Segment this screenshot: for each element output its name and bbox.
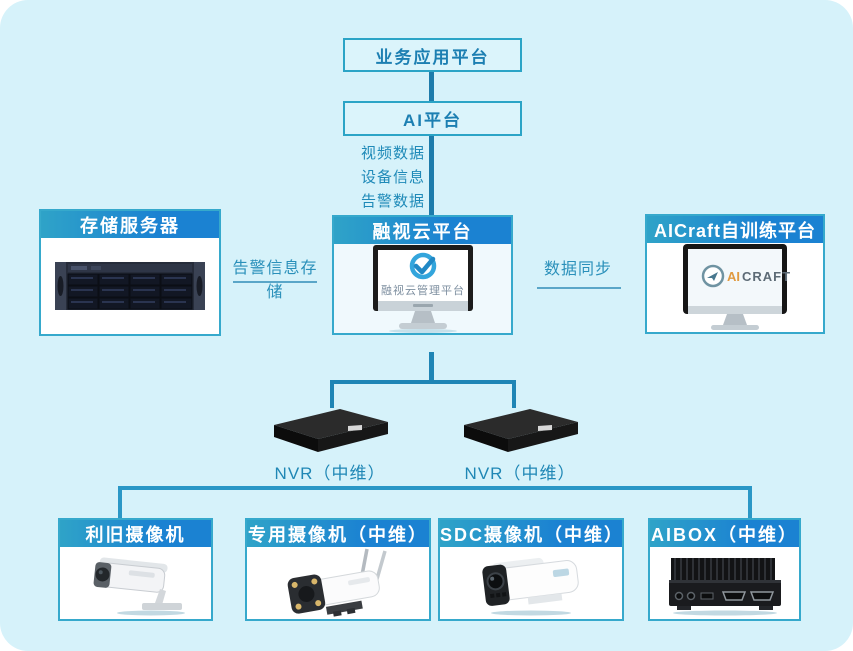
- cloud-platform-monitor-icon: 融视云管理平台: [372, 245, 473, 333]
- sync-link-line: [537, 287, 621, 289]
- aibox-device-icon: [668, 558, 781, 616]
- flow-data-labels: 视频数据 设备信息 告警数据: [340, 142, 425, 214]
- cloud-screen-text: 融视云管理平台: [381, 283, 465, 297]
- aicraft-platform-header: AICraft自训练平台: [647, 216, 823, 243]
- aicraft-monitor-icon: AI CRAFT: [683, 244, 791, 330]
- legacy-camera-header: 利旧摄像机: [60, 520, 211, 547]
- rack-server-icon: [55, 262, 205, 310]
- split-drop-left: [330, 380, 334, 408]
- storage-server-title: 存储服务器: [80, 215, 180, 236]
- storage-link-label: 告警信息存储: [232, 260, 318, 301]
- aibox-box: AIBOX（中维）: [648, 518, 801, 621]
- connector-business-to-ai: [429, 72, 434, 101]
- aibox-body: [650, 547, 799, 619]
- aicraft-platform-body: AI CRAFT: [647, 243, 823, 332]
- aicraft-platform-title: AICraft自训练平台: [653, 220, 816, 241]
- split-bar: [330, 380, 516, 384]
- sdc-camera-title: SDC摄像机（中维）: [440, 524, 625, 545]
- legacy-camera-title: 利旧摄像机: [85, 524, 186, 545]
- nvr-left-icon: [274, 409, 388, 452]
- legacy-camera-body: [60, 547, 211, 619]
- nvr-left-label: NVR（中维）: [274, 464, 386, 483]
- aicraft-logo-ai-text: AI: [727, 269, 740, 284]
- nvr-right-icon: [464, 409, 578, 452]
- nvr-right-label: NVR（中维）: [464, 464, 576, 483]
- ai-platform-label: AI平台: [403, 111, 462, 130]
- business-platform-box: 业务应用平台: [343, 38, 522, 72]
- flow-label-device: 设备信息: [360, 169, 425, 186]
- ai-platform-box: AI平台: [343, 101, 522, 136]
- cloud-platform-title: 融视云平台: [372, 221, 473, 242]
- cloud-platform-body: 融视云管理平台: [334, 244, 511, 333]
- sdc-camera-header: SDC摄像机（中维）: [440, 520, 622, 547]
- bus-drop-right: [748, 486, 752, 518]
- flow-label-video: 视频数据: [360, 145, 425, 162]
- dedicated-camera-header: 专用摄像机（中维）: [247, 520, 429, 547]
- storage-server-box: 存储服务器: [39, 209, 221, 336]
- camera-bus-line: [118, 486, 752, 490]
- cloud-platform-header: 融视云平台: [334, 217, 511, 244]
- storage-server-header: 存储服务器: [41, 211, 219, 238]
- sync-link-label: 数据同步: [543, 261, 612, 278]
- split-drop-right: [512, 380, 516, 408]
- legacy-camera-icon: [93, 557, 185, 616]
- cloud-platform-box: 融视云平台 融视云管理平台: [332, 215, 513, 335]
- storage-server-body: [41, 238, 219, 334]
- sdc-camera-body: [440, 547, 622, 619]
- aibox-title: AIBOX（中维）: [650, 524, 798, 545]
- sdc-camera-icon: [482, 557, 579, 616]
- dedicated-camera-body: [247, 547, 429, 619]
- dedicated-camera-icon: [287, 548, 387, 617]
- sdc-camera-box: SDC摄像机（中维）: [438, 518, 624, 621]
- dedicated-camera-title: 专用摄像机（中维）: [248, 524, 428, 545]
- legacy-camera-box: 利旧摄像机: [58, 518, 213, 621]
- storage-link-line: [233, 281, 317, 283]
- flow-label-alarm: 告警数据: [360, 193, 425, 210]
- dedicated-camera-box: 专用摄像机（中维）: [245, 518, 431, 621]
- aicraft-platform-box: AICraft自训练平台 AI CRAFT: [645, 214, 825, 334]
- aicraft-logo-craft-text: CRAFT: [742, 269, 791, 284]
- aibox-header: AIBOX（中维）: [650, 520, 799, 547]
- business-platform-label: 业务应用平台: [375, 47, 490, 67]
- connector-ai-to-cloud: [429, 136, 434, 217]
- bus-drop-left: [118, 486, 122, 518]
- connector-cloud-to-split: [429, 352, 434, 380]
